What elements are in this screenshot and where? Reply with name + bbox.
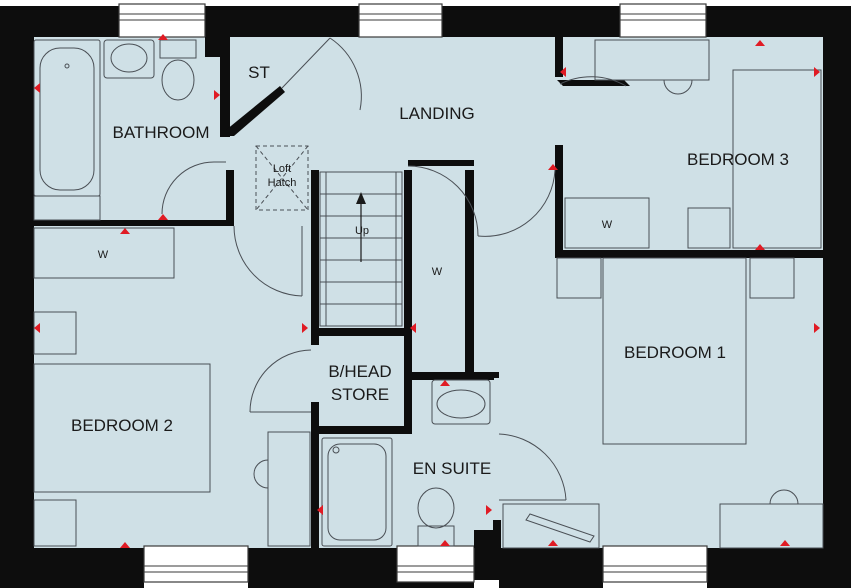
bhead-store-fixtures [249, 349, 312, 413]
window-bathroom [118, 3, 206, 38]
triangle-marker-icon [548, 540, 558, 546]
ensuite-fixtures [321, 379, 600, 549]
triangle-marker-icon [34, 323, 40, 333]
triangle-marker-icon [548, 164, 558, 170]
triangle-marker-icon [34, 83, 40, 93]
bedroom2-fixtures [33, 227, 311, 547]
window-landing [358, 3, 443, 38]
stairs [319, 171, 403, 327]
triangle-marker-icon [560, 67, 566, 77]
window-bedroom1 [602, 545, 708, 583]
loft-hatch [255, 145, 309, 211]
room-label-bhead-store-1: B/HEAD [328, 362, 391, 381]
triangle-marker-icon [317, 505, 323, 515]
interior-walls [34, 37, 823, 580]
room-label-bathroom: BATHROOM [113, 123, 210, 142]
triangle-marker-icon [814, 323, 820, 333]
loft-hatch-label-1: Loft [273, 163, 291, 175]
triangle-marker-icon [755, 244, 765, 250]
triangle-marker-icon [780, 540, 790, 546]
bathroom-fixtures [33, 39, 226, 221]
triangle-marker-icon [120, 228, 130, 234]
window-bedroom2 [143, 545, 249, 583]
room-label-ensuite: EN SUITE [413, 459, 491, 478]
window-ensuite [396, 545, 475, 583]
wardrobe-label-bedroom2: W [98, 249, 109, 261]
outer-shell [0, 6, 851, 588]
wardrobe-label-bedroom3: W [602, 219, 613, 231]
room-label-st: ST [248, 63, 270, 82]
triangle-marker-icon [120, 542, 130, 548]
labels: BATHROOM ST LANDING BEDROOM 3 BEDROOM 1 … [71, 63, 789, 478]
triangle-marker-icon [214, 90, 220, 100]
windows [118, 3, 708, 583]
landing-fixtures [233, 37, 627, 297]
markers [34, 34, 820, 548]
wardrobe-label-landing: W [432, 266, 443, 278]
triangle-marker-icon [755, 40, 765, 46]
triangle-marker-icon [440, 380, 450, 386]
room-label-bedroom2: BEDROOM 2 [71, 416, 173, 435]
triangle-marker-icon [814, 67, 820, 77]
triangle-marker-icon [158, 214, 168, 220]
loft-hatch-label-2: Hatch [268, 177, 297, 189]
window-bedroom3 [619, 3, 707, 38]
triangle-marker-icon [410, 323, 416, 333]
triangle-marker-icon [440, 540, 450, 546]
triangle-marker-icon [486, 505, 492, 515]
bedroom3-fixtures [564, 39, 822, 249]
room-label-landing: LANDING [399, 104, 475, 123]
bedroom1-fixtures [498, 257, 824, 549]
floor-area [34, 37, 823, 548]
triangle-marker-icon [158, 34, 168, 40]
room-label-bedroom1: BEDROOM 1 [624, 343, 726, 362]
room-label-bedroom3: BEDROOM 3 [687, 150, 789, 169]
room-label-bhead-store-2: STORE [331, 385, 389, 404]
triangle-marker-icon [302, 323, 308, 333]
stairs-up-label: Up [355, 225, 369, 237]
